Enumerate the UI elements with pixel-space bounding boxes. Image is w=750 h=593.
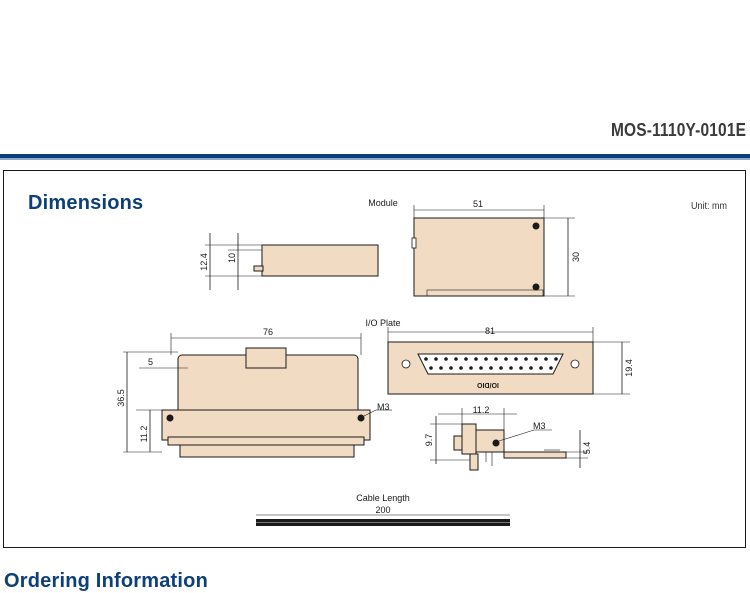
dimensions-title: Dimensions — [28, 192, 144, 214]
io-plate-label: I/O Plate — [365, 318, 400, 328]
io-side-offset: 5 — [148, 357, 153, 367]
model-number: MOS-1110Y-0101E — [610, 120, 746, 140]
io-side-height: 36.5 — [116, 389, 126, 407]
module-label: Module — [368, 198, 398, 208]
io-plate-side-view: 76 5 36.5 11.2 M3 — [116, 327, 392, 458]
module-width: 51 — [473, 199, 483, 209]
module-side-inner: 10 — [227, 253, 237, 263]
module-side-view: 12.4 10 — [199, 233, 379, 290]
io-front-height: 19.4 — [624, 359, 634, 377]
module-height: 30 — [571, 252, 581, 262]
io-side-lower: 11.2 — [139, 426, 149, 443]
io-small-right: 5.4 — [582, 442, 592, 455]
cable: Cable Length 200 — [256, 493, 510, 526]
io-small-screw: M3 — [533, 421, 546, 431]
dimensions-frame — [3, 170, 746, 548]
module-top-view: Module 51 30 — [368, 198, 581, 297]
ordering-title: Ordering Information — [4, 570, 208, 592]
header-rule-accent — [0, 158, 750, 160]
unit-label: Unit: mm — [691, 201, 727, 212]
module-side-height: 12.4 — [199, 253, 209, 271]
io-plate-front-view: 81 IO/DIO 19.4 — [387, 326, 634, 395]
io-front-marking: IO/DIO — [477, 381, 499, 388]
cable-length: 200 — [375, 505, 390, 515]
header-rule — [0, 154, 750, 158]
io-small-width: 11.2 — [473, 405, 490, 415]
io-side-screw: M3 — [377, 402, 390, 412]
cable-label: Cable Length — [356, 493, 410, 503]
io-front-width: 81 — [485, 326, 495, 336]
io-small-height: 9.7 — [424, 434, 434, 447]
io-plate-small-view: 11.2 9.7 M3 5.4 — [424, 405, 592, 471]
io-side-width: 76 — [263, 327, 273, 337]
